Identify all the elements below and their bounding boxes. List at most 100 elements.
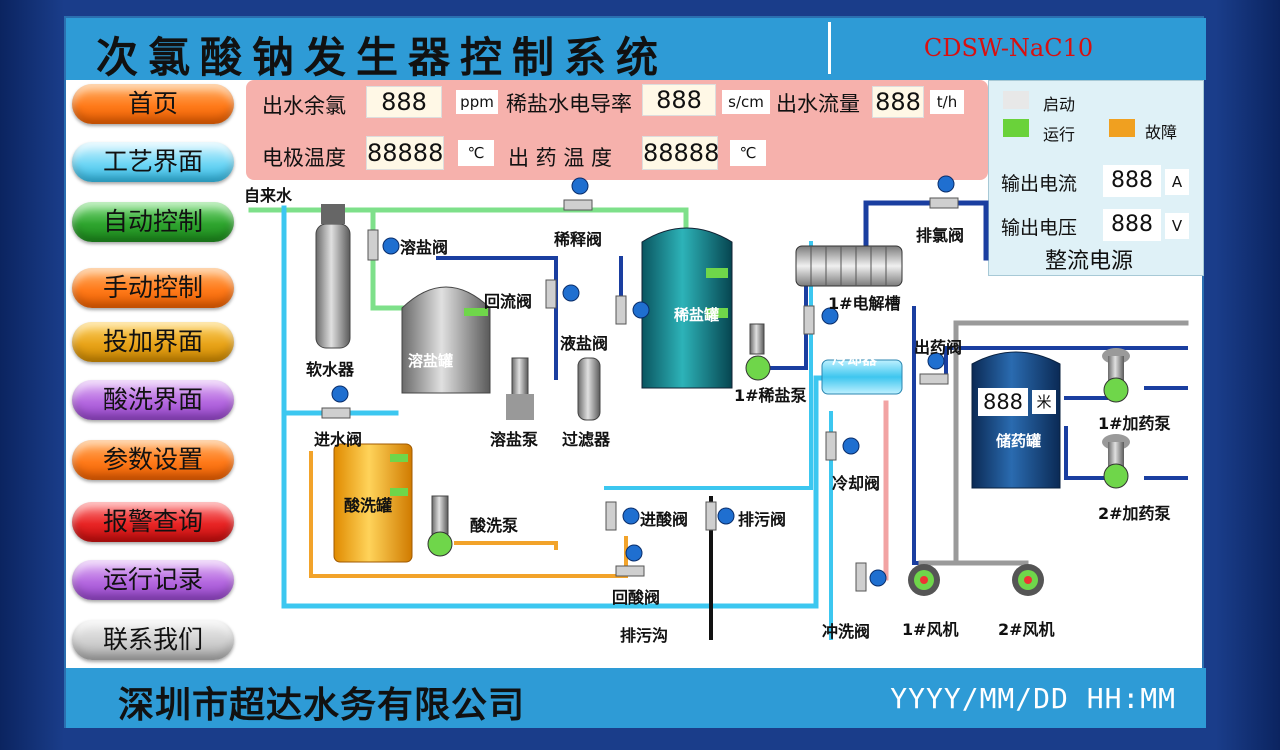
pipe-dose-out xyxy=(1144,386,1188,480)
acid-pump-motor xyxy=(431,495,449,535)
drain-valve-label[interactable]: 排污阀 xyxy=(738,510,787,529)
softener-head xyxy=(321,204,345,224)
salt-pump-body xyxy=(506,394,534,420)
brine-valve-icon xyxy=(632,301,650,319)
salt-valve-body xyxy=(367,229,379,261)
pipe-salt xyxy=(370,211,407,311)
flush-valve-label[interactable]: 冲洗阀 xyxy=(822,622,871,641)
tap-water-label: 自来水 xyxy=(244,186,293,205)
return-valve-body xyxy=(545,279,557,309)
product-temp-label: 出 药 温 度 xyxy=(508,146,613,170)
pipe-fan xyxy=(918,320,1029,566)
return-valve-icon xyxy=(562,284,580,302)
chlorine-vent-label[interactable]: 排氯阀 xyxy=(916,226,965,245)
salt-pump-label[interactable]: 溶盐泵 xyxy=(490,430,539,449)
process-diagram xyxy=(248,175,1189,640)
nav-acid-wash-button[interactable]: 酸洗界面 xyxy=(72,380,234,420)
electrode-temp-label: 电极温度 xyxy=(262,146,346,170)
flush-valve-body xyxy=(855,562,867,592)
electrode-temp-unit: ℃ xyxy=(458,140,494,166)
brine-tank-label: 稀盐罐 xyxy=(674,306,720,324)
dose-pump-1-label[interactable]: 1#加药泵 xyxy=(1098,414,1171,433)
outlet-valve-icon xyxy=(927,352,945,370)
nav-auto-control-button[interactable]: 自动控制 xyxy=(72,202,234,242)
pipe-acid-return xyxy=(309,451,628,578)
softener-label: 软水器 xyxy=(306,360,355,379)
conductivity-label: 稀盐水电导率 xyxy=(506,92,632,116)
pipe-return xyxy=(436,256,558,380)
electrolyzer-label: 1#电解槽 xyxy=(828,294,901,313)
legend-start-label: 启动 xyxy=(1043,95,1076,114)
salt-tank-label: 溶盐罐 xyxy=(408,352,454,370)
fan-2-graphic xyxy=(1012,564,1044,596)
salt-valve-label[interactable]: 溶盐阀 xyxy=(400,238,449,257)
acid-return-valve-label[interactable]: 回酸阀 xyxy=(612,588,661,607)
brine-pump-body xyxy=(745,355,771,381)
header-bar: 次氯酸钠发生器控制系统 CDSW-NaC10 xyxy=(66,18,1206,82)
rectifier-title: 整流电源 xyxy=(1045,249,1134,274)
storage-level-value: 888 xyxy=(978,388,1028,416)
drain-valve-icon xyxy=(717,507,735,525)
electrolyzer-valve-icon xyxy=(821,307,839,325)
filter-label: 过滤器 xyxy=(562,430,611,449)
voltage-value: 888 xyxy=(1103,209,1161,241)
brine-tank-level-indicator-1 xyxy=(706,268,728,278)
return-valve-label[interactable]: 回流阀 xyxy=(484,292,533,311)
nav-process-button[interactable]: 工艺界面 xyxy=(72,142,234,182)
brine-pump-motor xyxy=(749,323,765,355)
nav-contact-button[interactable]: 联系我们 xyxy=(72,620,234,660)
cooling-valve-label[interactable]: 冷却阀 xyxy=(832,474,881,493)
cooler-body xyxy=(821,359,903,395)
flow-unit: t/h xyxy=(930,90,964,114)
pipe-brine-pump xyxy=(754,256,808,370)
salt-tank-level-indicator xyxy=(464,308,488,316)
dose-pump-2-label[interactable]: 2#加药泵 xyxy=(1098,504,1171,523)
salt-tank xyxy=(401,286,491,394)
acid-return-valve-body xyxy=(615,565,645,577)
nav-log-button[interactable]: 运行记录 xyxy=(72,560,234,600)
softener-tank xyxy=(315,223,351,349)
acid-pump-label[interactable]: 酸洗泵 xyxy=(470,516,519,535)
inlet-valve-icon xyxy=(331,385,349,403)
acid-tank-indicator-2 xyxy=(390,488,408,496)
fan-1-hub xyxy=(920,576,928,584)
dilute-valve-icon xyxy=(571,177,589,195)
outlet-valve-label[interactable]: 出药阀 xyxy=(914,338,963,357)
pipe-water-loop xyxy=(281,375,819,609)
chlorine-unit: ppm xyxy=(456,90,498,114)
nav-manual-control-button[interactable]: 手动控制 xyxy=(72,268,234,308)
electrolyzer-valve-body xyxy=(803,305,815,335)
nav-dosing-button[interactable]: 投加界面 xyxy=(72,322,234,362)
footer-bar: 深圳市超达水务有限公司 YYYY/MM/DD HH:MM xyxy=(66,668,1206,728)
dilute-valve-label[interactable]: 稀释阀 xyxy=(554,230,603,249)
nav-home-button[interactable]: 首页 xyxy=(72,84,234,124)
dose-pump-1-graphic xyxy=(1102,348,1130,403)
chlorine-value: 888 xyxy=(366,86,442,118)
voltage-label: 输出电压 xyxy=(1001,217,1078,239)
current-label: 输出电流 xyxy=(1001,173,1078,195)
filter-vessel xyxy=(577,357,601,421)
nav-alarm-button[interactable]: 报警查询 xyxy=(72,502,234,542)
flow-value: 888 xyxy=(872,86,924,118)
brine-tank-level-indicator-2 xyxy=(706,308,728,318)
product-temp-value: 88888 xyxy=(642,136,719,170)
dose-pump-1-motor xyxy=(1108,356,1124,382)
acid-in-valve-label[interactable]: 进酸阀 xyxy=(640,510,689,529)
inlet-valve-label[interactable]: 进水阀 xyxy=(314,430,363,449)
cooling-valve-body xyxy=(825,431,837,461)
nav-parameters-button[interactable]: 参数设置 xyxy=(72,440,234,480)
dose-pump-1-body xyxy=(1103,377,1129,403)
fan-1-label[interactable]: 1#风机 xyxy=(902,620,959,639)
fan-2-hub xyxy=(1024,576,1032,584)
acid-in-valve-icon xyxy=(622,507,640,525)
brine-valve-label[interactable]: 液盐阀 xyxy=(560,334,609,353)
fan-1-graphic xyxy=(908,564,940,596)
voltage-unit: V xyxy=(1165,213,1189,239)
model-label: CDSW-NaC10 xyxy=(828,22,1186,74)
brine-valve-body xyxy=(615,295,627,325)
fan-2-label[interactable]: 2#风机 xyxy=(998,620,1055,639)
brine-pump-label[interactable]: 1#稀盐泵 xyxy=(734,386,807,405)
storage-tank-label: 储药罐 xyxy=(996,432,1042,450)
valve-actuators xyxy=(331,175,955,587)
